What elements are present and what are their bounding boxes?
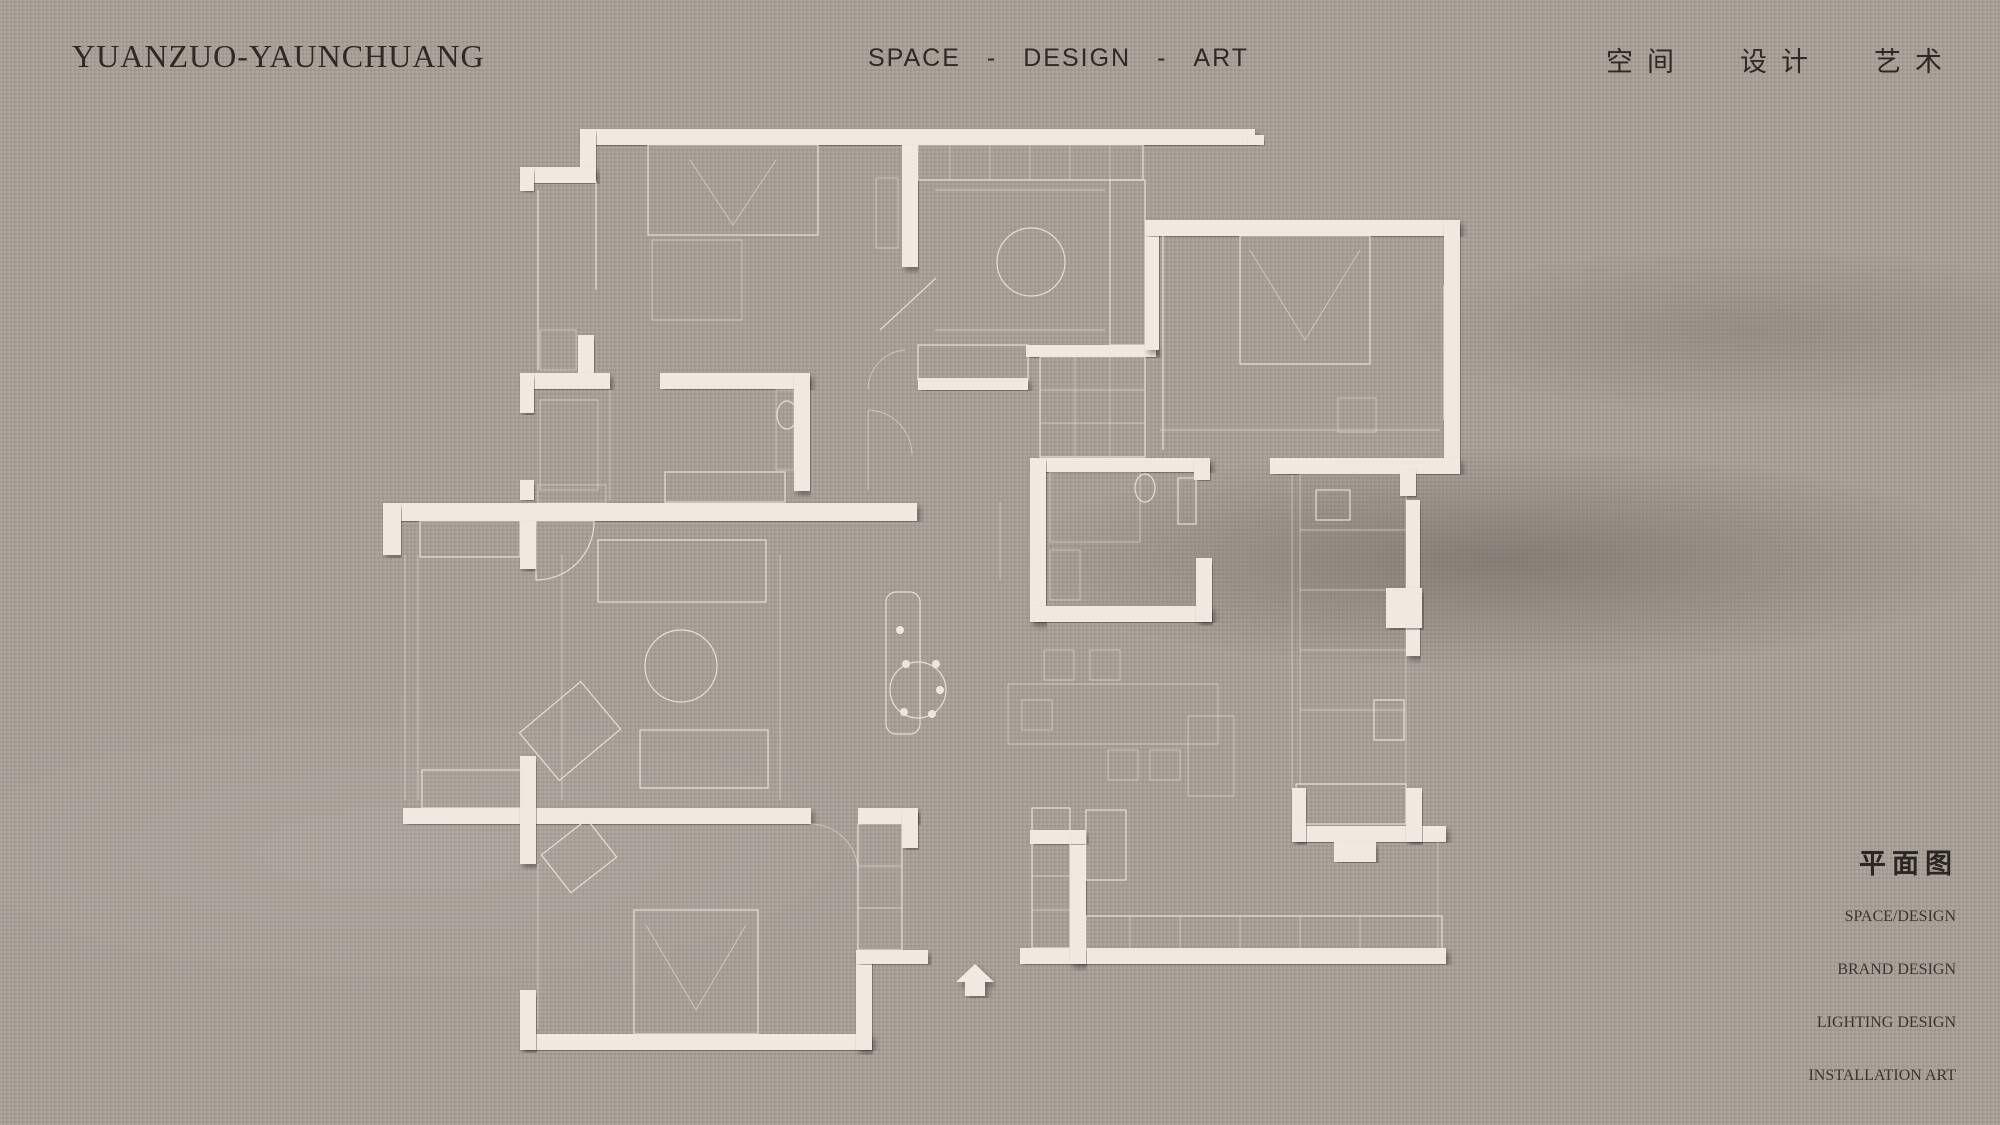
cn-word-design: 设计	[1740, 47, 1822, 78]
walls	[383, 129, 1460, 1050]
services-list: SPACE/DESIGN BRAND DESIGN LIGHTING DESIG…	[1808, 908, 1956, 1120]
service-item: LIGHTING DESIGN	[1816, 1014, 1956, 1031]
furniture-lines	[404, 144, 1445, 1035]
entrance-arrow-icon	[956, 964, 994, 996]
tagline-word: DESIGN	[1023, 44, 1132, 72]
cn-word-space: 空间	[1606, 47, 1688, 78]
tagline-word: SPACE	[868, 44, 961, 72]
tagline-word: ART	[1193, 44, 1249, 72]
tagline-separator: -	[986, 44, 998, 72]
service-item: SPACE/DESIGN	[1844, 908, 1956, 925]
chinese-tagline: 空间 设计 艺术	[1606, 40, 1956, 79]
cn-word-art: 艺术	[1874, 47, 1956, 78]
tagline: SPACE - DESIGN - ART	[868, 44, 1249, 73]
tagline-separator: -	[1157, 44, 1168, 72]
brand-name: YUANZUO-YAUNCHUANG	[72, 38, 485, 74]
service-item: BRAND DESIGN	[1837, 961, 1956, 978]
service-item: INSTALLATION ART	[1808, 1067, 1956, 1084]
plan-title: 平面图	[1859, 849, 1958, 880]
